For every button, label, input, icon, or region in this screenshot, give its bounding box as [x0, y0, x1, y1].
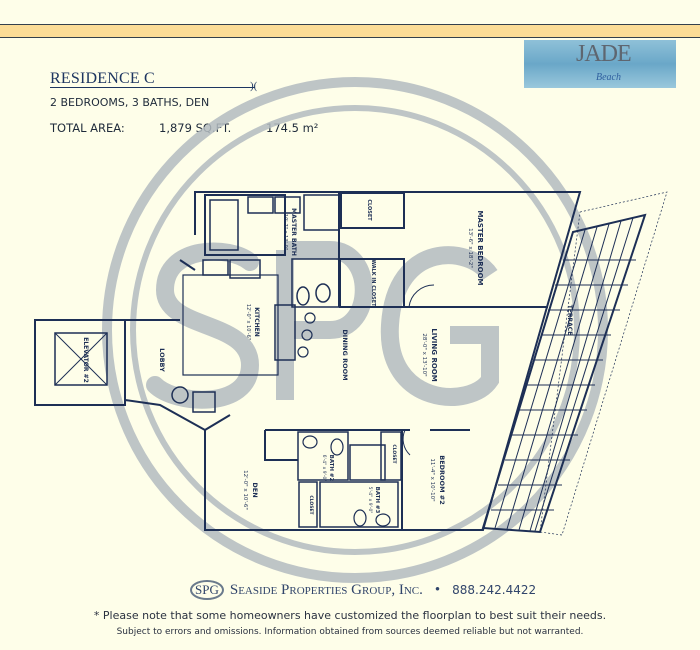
den-label: DEN [251, 482, 259, 497]
master-bath-dims: 10'-7" x 13'-0" [282, 214, 288, 250]
logo-name: JADE [576, 41, 632, 67]
closet2-label: CLOSET [391, 444, 397, 464]
living-room-dims: 28'-0" x 13'-10" [421, 333, 427, 376]
watermark-letter-s [146, 242, 260, 409]
total-area-label: TOTAL AREA: [50, 121, 125, 135]
residence-title: RESIDENCE C [50, 70, 155, 87]
residence-subtitle: 2 BEDROOMS, 3 BATHS, DEN [50, 96, 210, 109]
room-labels: MASTER BEDROOM 13'-6" x 18'-2" MASTER BA… [82, 199, 573, 515]
title-ornament: )( [250, 80, 258, 92]
dining-room-label: DINING ROOM [341, 329, 349, 380]
closet-label: CLOSET [366, 199, 372, 221]
spg-logo-badge: SPG [190, 580, 224, 600]
living-room-label: LIVING ROOM [430, 328, 438, 381]
header-band [0, 24, 700, 38]
lobby-label: LOBBY [158, 348, 166, 372]
watermark-letter-p [276, 241, 373, 400]
customization-note: * Please note that some homeowners have … [93, 609, 607, 622]
title-underline [50, 87, 255, 88]
den-dims: 12'-0" x 10'-6" [242, 470, 248, 510]
disclaimer: Subject to errors and omissions. Informa… [116, 627, 584, 637]
bath2-dims: 6'-4" x 9'-0" [321, 455, 327, 482]
jade-beach-logo: JADE Beach [524, 40, 676, 88]
phone-number: 888.242.4422 [452, 583, 537, 597]
elevator-label: ELEVATOR #2 [82, 337, 89, 383]
closet3-label: CLOSET [308, 495, 314, 515]
master-bedroom-label: MASTER BEDROOM [476, 211, 484, 286]
company-name: Seaside Properties Group, Inc. [229, 581, 423, 598]
kitchen-label: KITCHEN [253, 307, 260, 337]
walk-in-closet-label: WALK IN CLOSET [370, 259, 376, 307]
bedroom2-dims: 11'-4" x 10'-10" [429, 458, 435, 501]
kitchen-dims: 12'-0" x 10'-6" [245, 304, 251, 340]
master-bedroom-dims: 13'-6" x 18'-2" [467, 228, 473, 268]
terrace-label: TERRACE [566, 305, 573, 336]
watermark-letter-g [380, 246, 499, 406]
company-line: SPG Seaside Properties Group, Inc. • 888… [190, 580, 536, 600]
spg-watermark [102, 77, 608, 583]
bath2-label: BATH #2 [328, 455, 334, 482]
bath3-label: BATH #3 [374, 487, 380, 514]
bullet: • [434, 581, 441, 598]
bath3-dims: 5'-4" x 9'-0" [367, 487, 373, 514]
terrace [481, 191, 668, 536]
logo-tagline: Beach [596, 72, 621, 83]
master-bath-label: MASTER BATH [290, 208, 297, 256]
walls [34, 191, 582, 531]
bedroom2-label: BEDROOM #2 [438, 455, 446, 505]
